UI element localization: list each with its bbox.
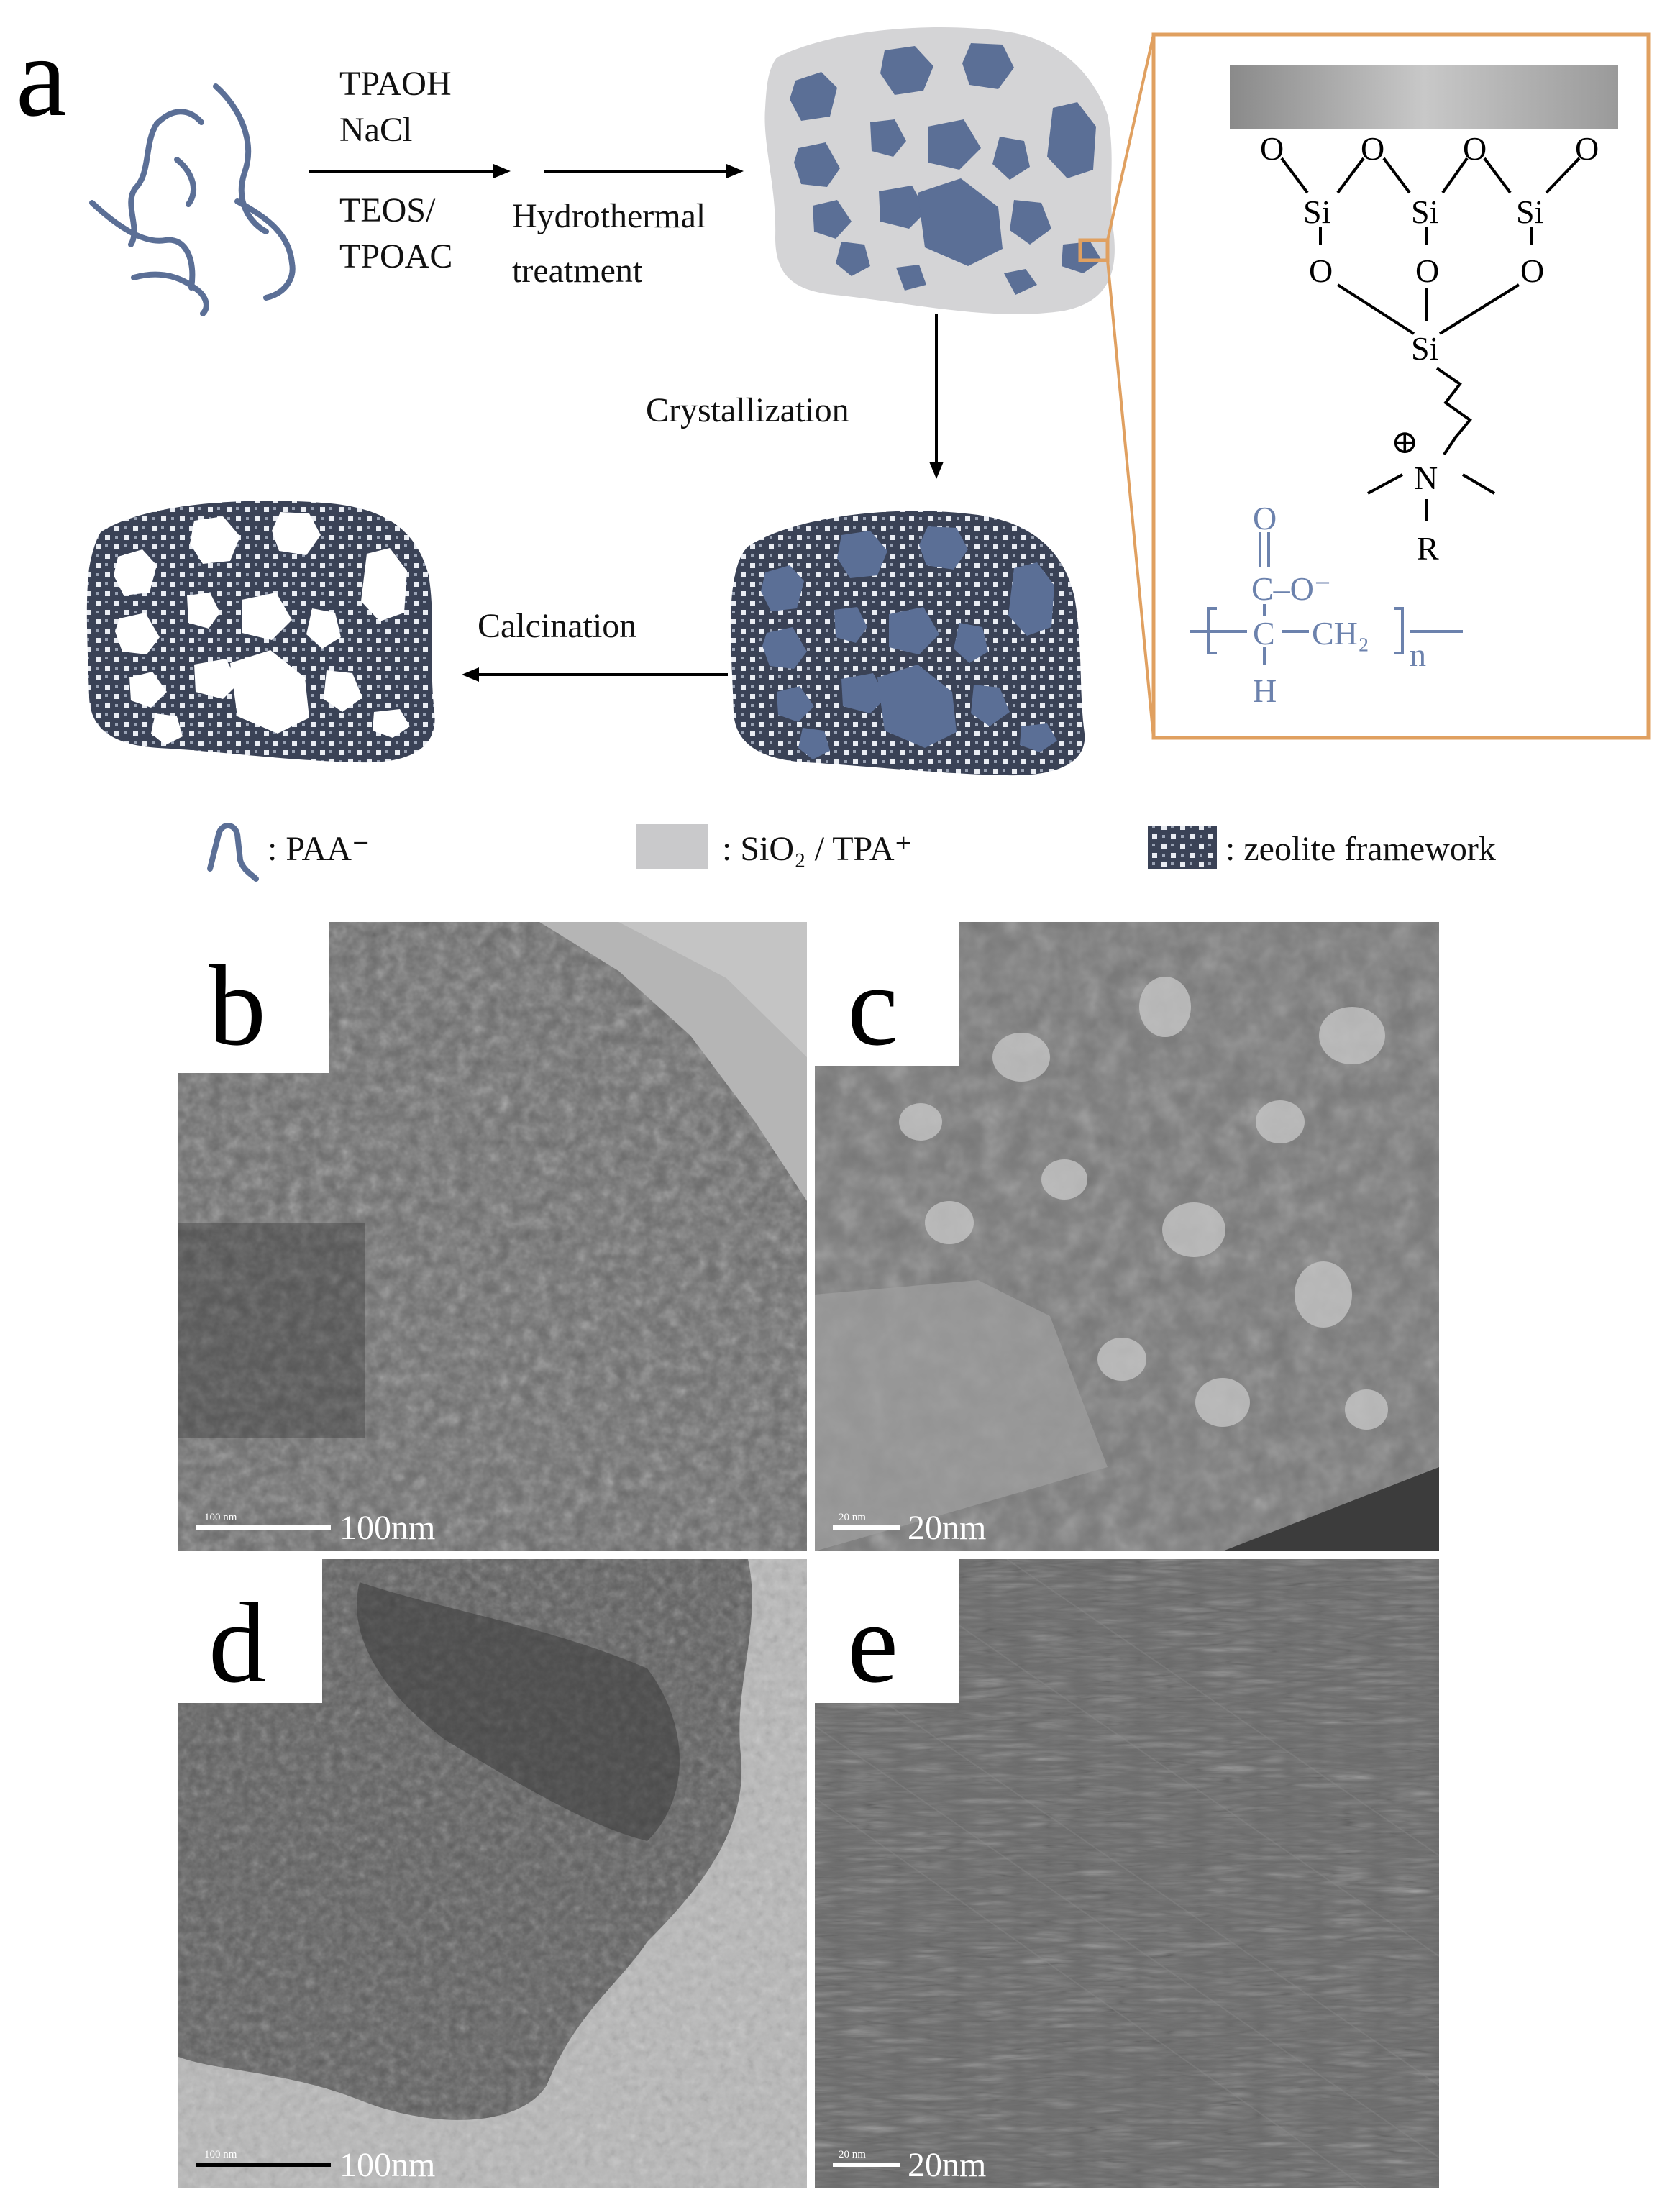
legend-sio2-label: : SiO₂ / TPA⁺ (722, 830, 913, 868)
surface-chemistry-inset: O O O O Si Si Si O O O Si ⊕ N R O C–O⁻ C… (1151, 32, 1651, 740)
inset-o-5: O (1309, 252, 1333, 289)
paa-h-atom: H (1253, 672, 1277, 709)
inset-si-2: Si (1411, 193, 1438, 230)
inset-o-4: O (1575, 130, 1599, 167)
tem-micrograph-c (815, 922, 1439, 1551)
label-calcination: Calcination (478, 607, 636, 645)
inset-o-7: O (1520, 252, 1544, 289)
panel-label-d: d (209, 1579, 266, 1707)
inset-o-3: O (1463, 130, 1487, 167)
panel-label-c: c (847, 941, 898, 1069)
paa-carboxyl: C–O⁻ (1251, 570, 1331, 607)
inset-si-bottom: Si (1411, 330, 1438, 367)
inset-charge: ⊕ (1391, 424, 1419, 460)
inset-si-1: Si (1303, 193, 1330, 230)
paa-backbone-c: C (1253, 615, 1275, 652)
legend-paa-icon (207, 823, 259, 882)
scale-bar-text-c: 20 nm (839, 1512, 866, 1523)
silica-gel-particle (764, 27, 1115, 314)
panel-label-a: a (16, 12, 67, 140)
scale-bar-text-b: 100 nm (204, 1512, 237, 1523)
panel-label-b: b (209, 941, 266, 1069)
panel-label-e: e (847, 1579, 898, 1707)
arrow-crystallization (929, 314, 944, 479)
legend-zeolite-label: : zeolite framework (1225, 830, 1496, 868)
scale-label-c: 20nm (908, 1509, 986, 1547)
inset-nitrogen: N (1414, 460, 1438, 496)
reagent-tpaoh: TPAOH (339, 65, 452, 103)
paa-carbonyl-o: O (1253, 500, 1277, 536)
arrow-calcination (462, 667, 728, 682)
scale-label-e: 20nm (908, 2146, 986, 2184)
tem-micrograph-e (815, 1559, 1439, 2188)
label-treatment: treatment (512, 252, 643, 290)
polymer-chains-icon (89, 83, 296, 316)
inset-o-6: O (1415, 252, 1439, 289)
inset-r-group: R (1417, 530, 1439, 567)
legend-sio2-swatch (636, 824, 708, 869)
paa-ch2: CH₂ (1312, 615, 1369, 652)
reagent-teos: TEOS/ (339, 191, 436, 229)
label-crystallization: Crystallization (646, 391, 849, 429)
reagent-tpoac: TPOAC (339, 237, 452, 275)
legend: : PAA⁻ : SiO₂ / TPA⁺ : zeolite framework (207, 823, 1496, 882)
inset-o-1: O (1260, 130, 1284, 167)
inset-si-3: Si (1516, 193, 1543, 230)
crystallized-particle (730, 511, 1085, 776)
reagent-nacl: NaCl (339, 111, 412, 149)
calcined-particle (86, 501, 435, 763)
legend-paa-label: : PAA⁻ (268, 830, 370, 868)
scale-label-b: 100nm (339, 1509, 435, 1547)
arrow-reagents (309, 164, 511, 178)
inset-o-2: O (1361, 130, 1384, 167)
label-hydrothermal: Hydrothermal (512, 197, 706, 235)
scale-bar-text-d: 100 nm (204, 2149, 237, 2160)
paa-subscript-n: n (1410, 636, 1426, 673)
legend-zeolite-swatch (1148, 826, 1217, 869)
scale-bar-text-e: 20 nm (839, 2149, 866, 2160)
arrow-hydrothermal (544, 164, 744, 178)
scale-label-d: 100nm (339, 2146, 435, 2184)
